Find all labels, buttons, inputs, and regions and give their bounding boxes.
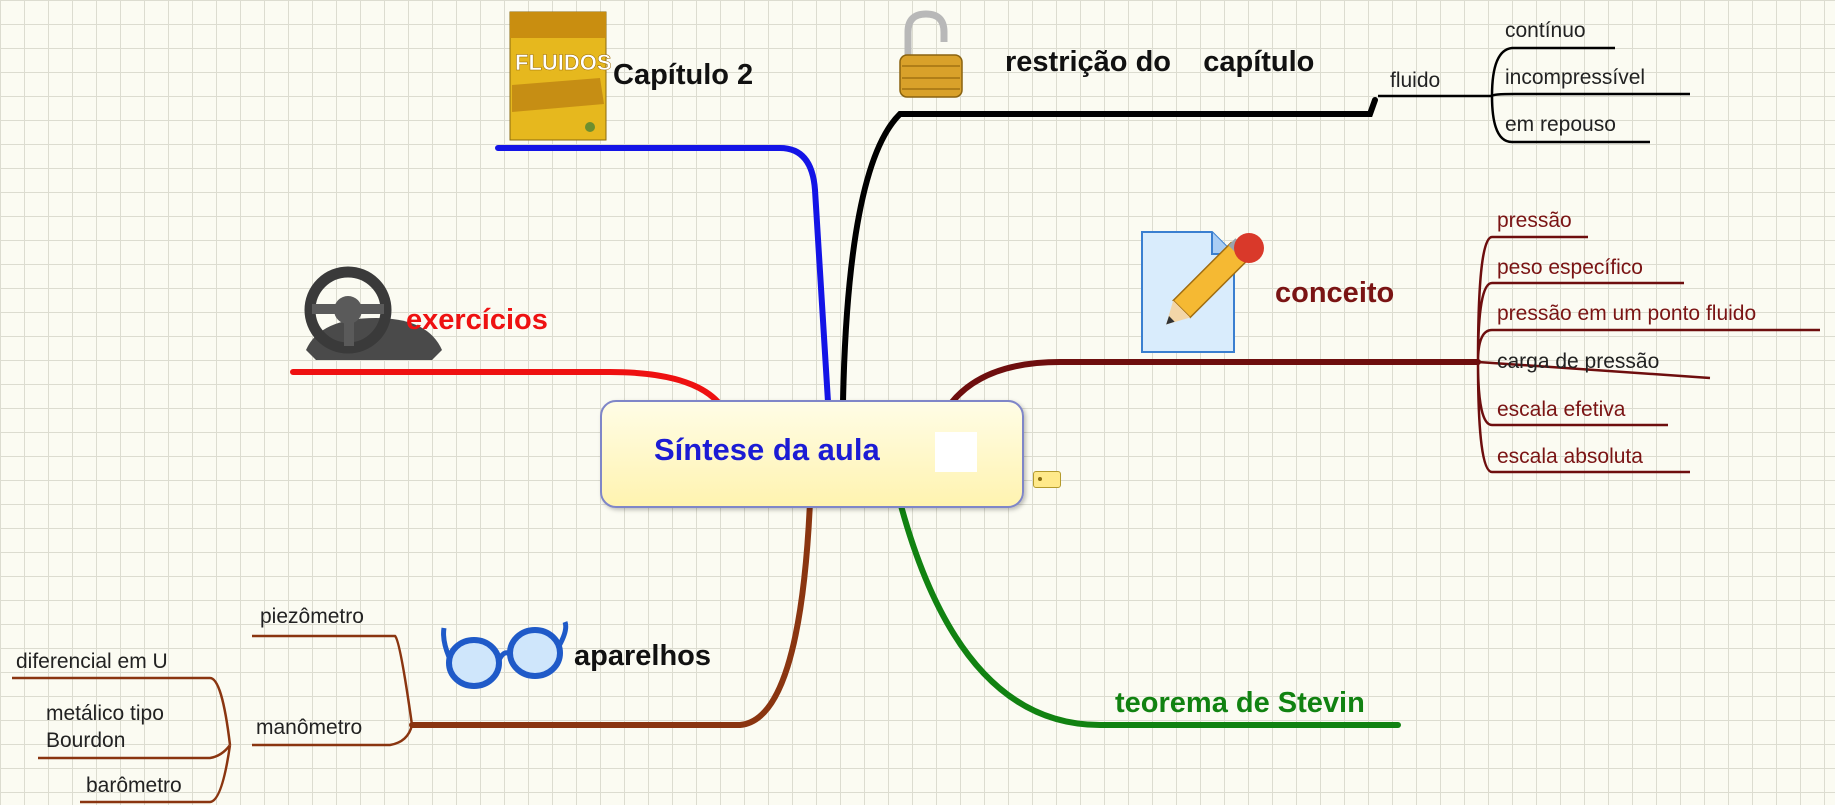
fluido-item-em-repouso[interactable]: em repouso <box>1505 113 1616 136</box>
conceito-item-pressao-ponto[interactable]: pressão em um ponto fluido <box>1497 302 1757 325</box>
book-icon: FLUIDOS <box>509 11 612 141</box>
padlock-icon <box>899 10 963 98</box>
conceito-item-escala-absoluta[interactable]: escala absoluta <box>1497 445 1643 468</box>
fork-manometro <box>12 676 232 804</box>
fork-aparelhos <box>252 634 414 747</box>
fluido-item-incompressivel[interactable]: incompressível <box>1505 66 1646 89</box>
manometro-item-barometro[interactable]: barômetro <box>86 774 182 797</box>
conceito-item-peso-especifico[interactable]: peso específico <box>1497 256 1643 279</box>
piezometro-label[interactable]: piezômetro <box>260 605 364 628</box>
capitulo-label[interactable]: Capítulo 2 <box>613 59 754 91</box>
fluido-label[interactable]: fluido <box>1390 69 1441 92</box>
central-topic[interactable]: Síntese da aula <box>600 400 1024 508</box>
conceito-item-carga-pressao[interactable]: carga de pressão <box>1497 350 1660 373</box>
exercicios-label[interactable]: exercícios <box>406 304 548 336</box>
restricao-label[interactable]: restrição do capítulo <box>1005 46 1315 78</box>
glasses-icon <box>441 621 569 689</box>
conceito-item-escala-efetiva[interactable]: escala efetiva <box>1497 398 1626 421</box>
conceito-label[interactable]: conceito <box>1275 277 1395 309</box>
manometro-label[interactable]: manômetro <box>256 716 363 739</box>
branch-conceito <box>949 359 1481 405</box>
aparelhos-label[interactable]: aparelhos <box>574 640 711 672</box>
branch-exercicios <box>290 369 721 405</box>
stevin-label[interactable]: teorema de Stevin <box>1115 687 1365 719</box>
branch-stevin <box>897 499 1401 728</box>
manometro-item-bourdon[interactable]: metálico tipo Bourdon <box>46 702 164 752</box>
steering-wheel-icon <box>304 266 442 360</box>
fluido-item-continuo[interactable]: contínuo <box>1505 19 1586 42</box>
central-topic-title: Síntese da aula <box>654 432 880 467</box>
document-pencil-icon <box>1141 231 1264 353</box>
branch-capitulo <box>495 145 831 405</box>
conceito-item-pressao[interactable]: pressão <box>1497 209 1572 232</box>
fork-fluido <box>1490 46 1690 144</box>
branch-restricao <box>840 97 1378 405</box>
central-topic-blank-patch <box>935 432 977 472</box>
manometro-item-diferencial[interactable]: diferencial em U <box>16 650 168 673</box>
branch-aparelhos <box>409 499 813 728</box>
book-cover-title: FLUIDOS <box>515 50 612 75</box>
note-tag-icon[interactable] <box>1033 471 1061 488</box>
fork-conceito <box>1476 235 1820 474</box>
